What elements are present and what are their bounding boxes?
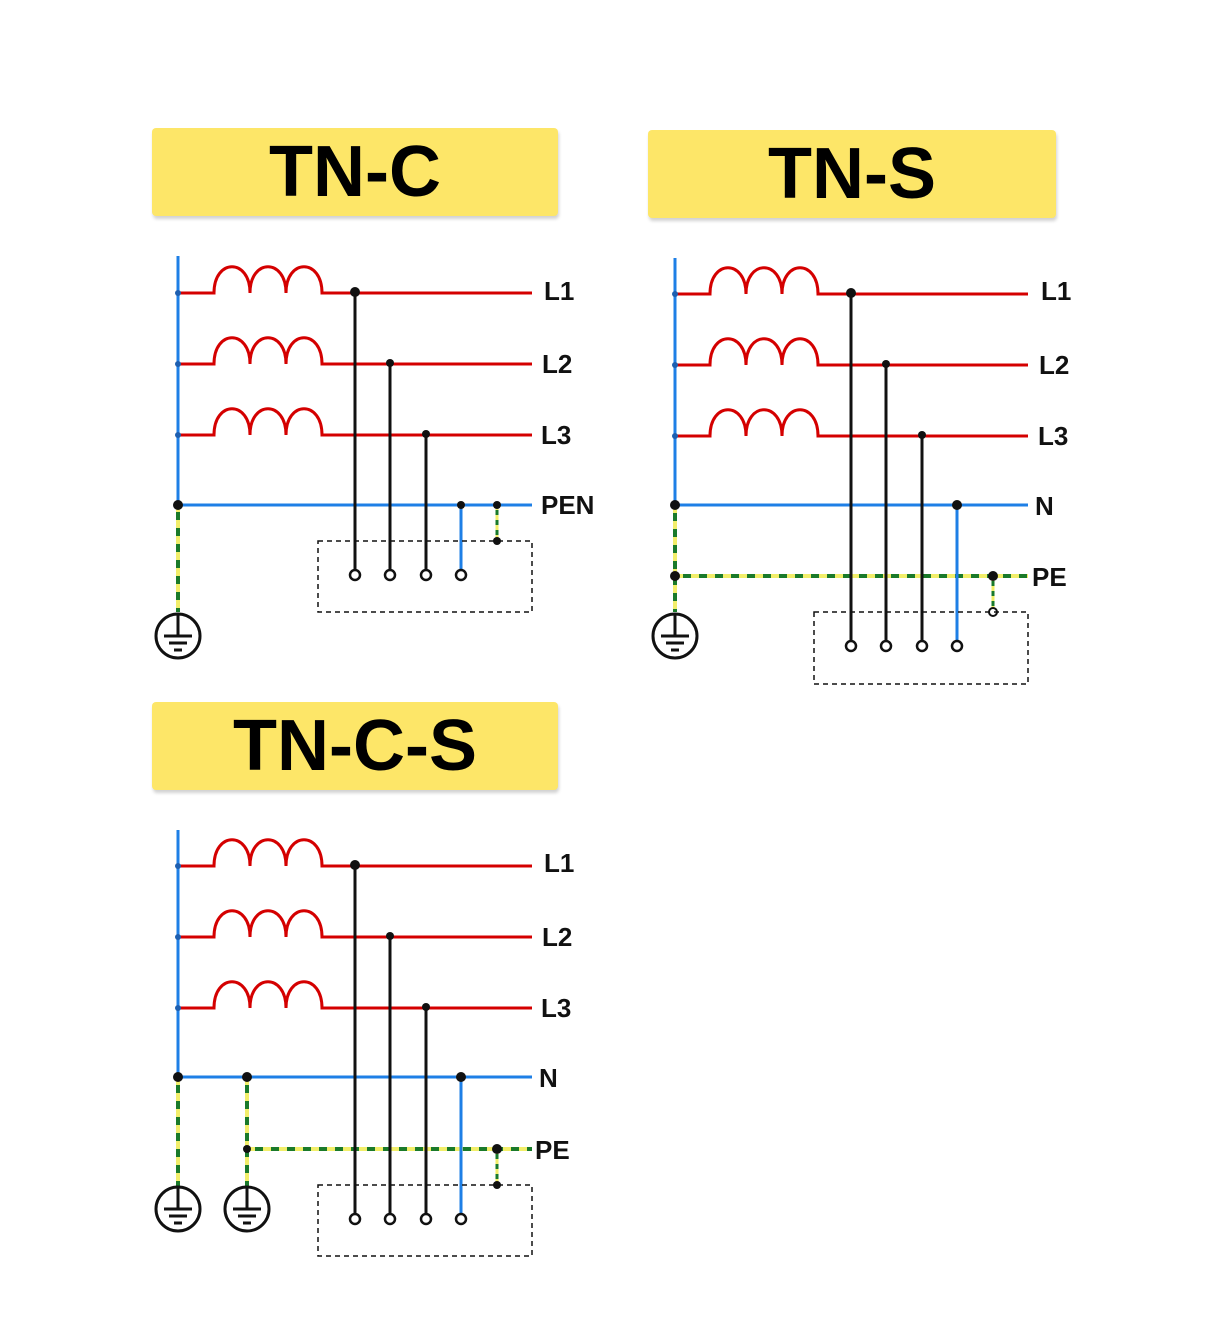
label-l3: L3 xyxy=(1038,421,1068,451)
coil-icon xyxy=(178,336,532,366)
earth-ground-icon xyxy=(154,612,202,660)
tn-s-title: TN-S xyxy=(648,130,1056,218)
phase-l3 xyxy=(178,407,532,437)
tn-c-s-diagram: L1 L2 L3 N PE xyxy=(154,830,574,1257)
tn-s-diagram: L1 L2 L3 N PE xyxy=(651,258,1071,685)
coil-icon xyxy=(178,980,532,1010)
label-pe: PE xyxy=(1032,562,1067,592)
label-l1: L1 xyxy=(544,276,574,306)
earth-ground-icon xyxy=(223,1185,271,1233)
load-box xyxy=(317,540,533,613)
earth-ground-icon xyxy=(651,612,699,660)
junction-dot-icon xyxy=(173,500,183,510)
label-pe: PE xyxy=(535,1135,570,1165)
coil-icon xyxy=(178,909,532,939)
coil-icon xyxy=(178,407,532,437)
label-l2: L2 xyxy=(1039,350,1069,380)
load-box xyxy=(317,1184,533,1257)
label-l1: L1 xyxy=(544,848,574,878)
label-l1: L1 xyxy=(1041,276,1071,306)
terminal-icon xyxy=(348,1212,468,1226)
tn-c-s-title: TN-C-S xyxy=(152,702,558,790)
terminal-icon xyxy=(348,568,468,582)
earth-ground-icon xyxy=(154,1185,202,1233)
label-l3: L3 xyxy=(541,993,571,1023)
label-pen: PEN xyxy=(541,490,594,520)
label-l2: L2 xyxy=(542,922,572,952)
phase-l1 xyxy=(178,265,532,295)
phase-l2 xyxy=(178,336,532,366)
coil-icon xyxy=(675,337,1028,367)
tn-c-title: TN-C xyxy=(152,128,558,216)
coil-icon xyxy=(178,265,532,295)
coil-icon xyxy=(675,266,1028,296)
label-l2: L2 xyxy=(542,349,572,379)
terminal-icon xyxy=(844,639,964,653)
load-box xyxy=(813,611,1029,685)
coil-icon xyxy=(675,408,1028,438)
label-n: N xyxy=(539,1063,558,1093)
label-l3: L3 xyxy=(541,420,571,450)
tn-c-diagram: L1 L2 L3 PEN xyxy=(154,256,594,660)
coil-icon xyxy=(178,838,532,868)
label-n: N xyxy=(1035,491,1054,521)
